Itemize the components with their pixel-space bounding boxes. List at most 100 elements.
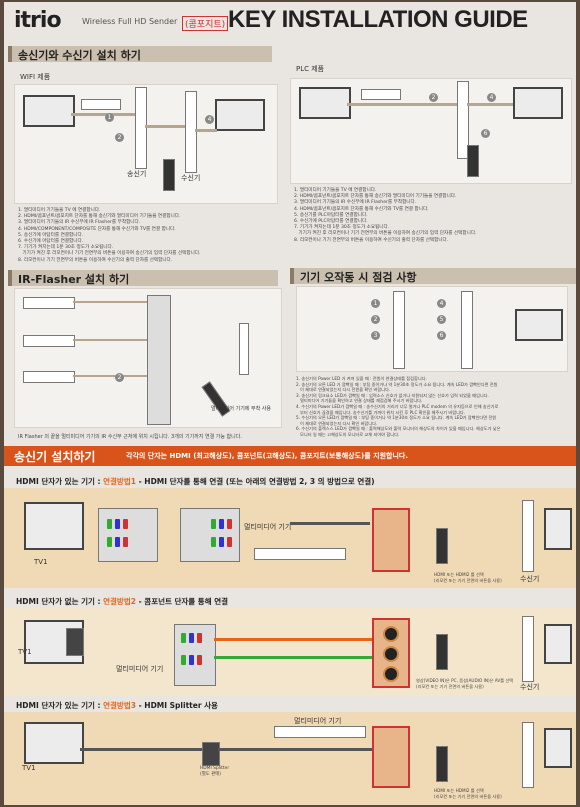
receiver-icon bbox=[185, 91, 197, 173]
ir-note: IR Flasher 의 끝을 멀티미디어 기기의 IR 수신부 근처에 위치 … bbox=[18, 434, 242, 440]
component-panel-icon bbox=[98, 508, 158, 562]
method-1-title: HDMI 단자가 있는 기기 : 연결방법1 - HDMI 단자를 통해 연결 … bbox=[16, 477, 375, 486]
step-number-badge: 2 bbox=[429, 93, 438, 102]
media-device-icon bbox=[23, 371, 75, 383]
step-number-badge: 1 bbox=[371, 299, 380, 308]
media-device-icon bbox=[254, 548, 346, 560]
media-label: 멀티미디어 기기 bbox=[116, 665, 164, 673]
receiver-icon bbox=[239, 323, 249, 375]
plc-label: PLC 제품 bbox=[296, 65, 325, 73]
ir-caption: 멀티미디어 기기에 부착 사용 bbox=[211, 406, 271, 412]
section-header-troubleshoot: 기기 오작동 시 점검 사항 bbox=[290, 268, 576, 284]
media-device-icon bbox=[23, 335, 75, 347]
step-number-badge: 6 bbox=[481, 129, 490, 138]
step-number-badge: 2 bbox=[115, 373, 124, 382]
hdmi-cable bbox=[290, 522, 370, 525]
method-3-band: TV1 멀티미디어 기기 HDMI Splitter (별도 판매) HDMI … bbox=[4, 712, 576, 805]
receiver-icon bbox=[522, 722, 534, 788]
method-2-note: 영상(VIDEO IN)은 PC, 음성(AUDIO IN)은 AV를 선택 (… bbox=[416, 678, 514, 690]
method-3-title: HDMI 단자가 있는 기기 : 연결방법3 - HDMI Splitter 사… bbox=[16, 701, 218, 710]
receiver-icon bbox=[461, 291, 473, 369]
tv1-label: TV1 bbox=[34, 558, 48, 566]
variant-badge: (콤포지트) bbox=[182, 16, 229, 31]
step-number-badge: 2 bbox=[115, 133, 124, 142]
tv-icon bbox=[544, 624, 572, 664]
step-number-badge: 4 bbox=[487, 93, 496, 102]
wifi-diagram: 1 2 4 송신기 수신기 bbox=[14, 84, 278, 204]
cable bbox=[195, 129, 217, 132]
cable bbox=[73, 375, 147, 377]
method-3-note: HDMI 또는 HDMI2 를 선택 (리모컨 또는 기기 전면의 버튼을 사용… bbox=[434, 788, 502, 800]
audio-cable bbox=[214, 638, 374, 641]
remote-icon bbox=[163, 159, 175, 191]
tv-icon bbox=[544, 508, 572, 550]
cable bbox=[73, 339, 147, 341]
component-panel-icon bbox=[180, 508, 240, 562]
component-panel-icon bbox=[174, 624, 216, 686]
section-header-transmitter: 송신기 설치하기 각각의 단자는 HDMI (최고해상도), 콤포넌트(고해상도… bbox=[4, 446, 576, 466]
transmitter-title: 송신기 설치하기 bbox=[14, 450, 96, 464]
plc-steps: 1. 멀티미디어 기기들을 TV 에 연결합니다. 2. HDMI/콤포넌트/콤… bbox=[294, 188, 477, 243]
transmitter-icon bbox=[457, 81, 469, 159]
media-device-icon bbox=[274, 726, 366, 738]
receiver-label: 수신기 bbox=[520, 683, 540, 691]
media-device-icon bbox=[81, 99, 121, 110]
hdmi-plug-icon bbox=[66, 628, 84, 656]
section-header-install: 송신기와 수신기 설치 하기 bbox=[8, 46, 272, 62]
step-number-badge: 4 bbox=[437, 299, 446, 308]
transmitter-icon bbox=[393, 291, 405, 369]
tv1-label: TV1 bbox=[18, 648, 32, 656]
component-cable bbox=[214, 656, 374, 659]
brand-logo: itrio bbox=[14, 8, 62, 33]
tv-icon bbox=[513, 87, 563, 119]
section-header-ir-flasher: IR-Flasher 설치 하기 bbox=[8, 270, 278, 286]
media-label: 멀티미디어 기기 bbox=[244, 523, 292, 531]
step-number-badge: 6 bbox=[437, 331, 446, 340]
tv-icon bbox=[544, 728, 572, 768]
page-title: KEY INSTALLATION GUIDE bbox=[228, 6, 528, 33]
remote-icon bbox=[467, 145, 479, 177]
media-device-icon bbox=[361, 89, 401, 100]
step-number-badge: 1 bbox=[105, 113, 114, 122]
step-number-badge: 2 bbox=[371, 315, 380, 324]
cable bbox=[71, 113, 135, 116]
step-number-badge: 5 bbox=[437, 315, 446, 324]
product-subtitle: Wireless Full HD Sender bbox=[82, 17, 178, 26]
method-1-note: HDMI 또는 HDMI2 를 선택 (리모컨 또는 기기 전면의 버튼을 사용… bbox=[434, 572, 502, 584]
receiver-label: 수신기 bbox=[520, 575, 540, 583]
plc-diagram: 2 4 6 bbox=[290, 78, 572, 184]
hdmi-splitter-icon bbox=[202, 742, 220, 766]
transmitter-desc: 각각의 단자는 HDMI (최고해상도), 콤포넌트(고해상도), 콤포지트(보… bbox=[126, 452, 408, 460]
cable bbox=[73, 301, 147, 303]
header: itrio Wireless Full HD Sender (콤포지트) KEY… bbox=[4, 2, 576, 42]
cable bbox=[347, 103, 457, 106]
method-2-band: TV1 멀티미디어 기기 영상(VIDEO IN)은 PC, 음성(AUDIO … bbox=[4, 608, 576, 696]
remote-icon bbox=[436, 528, 448, 564]
transmitter-label: 송신기 bbox=[127, 170, 147, 178]
tv-icon bbox=[299, 87, 351, 119]
receiver-label: 수신기 bbox=[181, 174, 201, 182]
media-label: 멀티미디어 기기 bbox=[294, 717, 342, 725]
cable bbox=[145, 125, 185, 128]
method-1-band: TV1 멀티미디어 기기 HDMI 또는 HDMI2 를 선택 (리모컨 또는 … bbox=[4, 488, 576, 588]
wifi-steps: 1. 멀티미디어 기기들을 TV 에 연결합니다. 2. HDMI/콤포넌트/콤… bbox=[18, 208, 201, 263]
transmitter-back-icon bbox=[372, 726, 410, 788]
transmitter-back-icon bbox=[372, 618, 410, 688]
transmitter-back-icon bbox=[372, 508, 410, 572]
step-number-badge: 4 bbox=[205, 115, 214, 124]
tv-icon bbox=[515, 309, 563, 341]
transmitter-icon bbox=[135, 87, 147, 169]
tv-icon bbox=[23, 95, 75, 127]
splitter-label: HDMI Splitter (별도 판매) bbox=[200, 766, 230, 778]
receiver-icon bbox=[522, 500, 534, 572]
receiver-icon bbox=[522, 616, 534, 682]
hdmi-cable bbox=[218, 748, 372, 751]
step-number-badge: 3 bbox=[371, 331, 380, 340]
tv1-label: TV1 bbox=[22, 764, 36, 772]
remote-icon bbox=[436, 746, 448, 782]
method-2-title: HDMI 단자가 없는 기기 : 연결방법2 - 콤포넌트 단자를 통해 연결 bbox=[16, 597, 229, 606]
guide-sheet: itrio Wireless Full HD Sender (콤포지트) KEY… bbox=[4, 2, 576, 805]
troubleshoot-diagram: 1 2 3 4 5 6 bbox=[296, 286, 568, 372]
remote-icon bbox=[436, 634, 448, 670]
ir-flasher-diagram: 2 멀티미디어 기기에 부착 사용 bbox=[14, 288, 282, 428]
